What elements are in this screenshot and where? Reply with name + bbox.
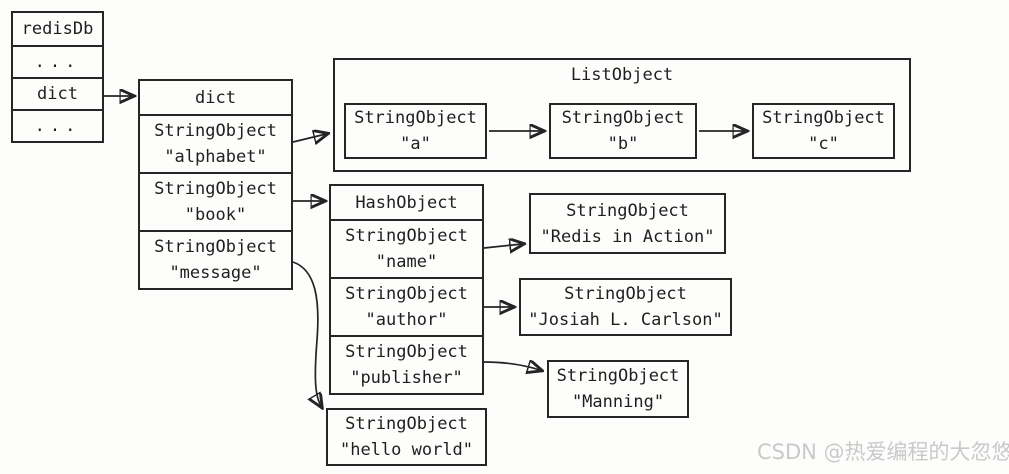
cell-value: "Manning" bbox=[571, 392, 665, 412]
cell-value: "c" bbox=[808, 134, 839, 154]
cell-value: "Josiah L. Carlson" bbox=[528, 310, 723, 330]
list-item-a: StringObject "a" bbox=[344, 103, 487, 159]
redisdb-row-title: redisDb bbox=[13, 13, 102, 45]
cell-type: StringObject bbox=[345, 226, 468, 246]
cell-value: "message" bbox=[169, 263, 262, 283]
cell-value: "a" bbox=[400, 134, 431, 154]
cell-value: "author" bbox=[365, 310, 448, 330]
cell-type: StringObject bbox=[564, 284, 687, 304]
cell-value: "Redis in Action" bbox=[540, 226, 715, 247]
dict-row-book: StringObject "book" bbox=[140, 172, 291, 230]
string-object-hello-world: StringObject "hello world" bbox=[326, 408, 487, 466]
hash-row-name: StringObject "name" bbox=[331, 219, 482, 277]
cell-type: StringObject bbox=[566, 200, 689, 221]
arrow-message-to-hello-world bbox=[292, 261, 321, 406]
hash-row-publisher: StringObject "publisher" bbox=[331, 335, 482, 393]
dict-pointer-label: dict bbox=[37, 84, 78, 104]
cell-type: StringObject bbox=[154, 121, 277, 141]
dict-row-alphabet: StringObject "alphabet" bbox=[140, 114, 291, 172]
string-object-josiah-carlson: StringObject "Josiah L. Carlson" bbox=[519, 278, 732, 336]
string-object-manning: StringObject "Manning" bbox=[547, 360, 689, 418]
hash-row-author: StringObject "author" bbox=[331, 277, 482, 335]
arrow-name-to-redis-in-action bbox=[483, 244, 522, 248]
cell-type: StringObject bbox=[556, 366, 680, 386]
dict-row-message: StringObject "message" bbox=[140, 230, 291, 288]
arrow-alphabet-to-listobject bbox=[292, 134, 326, 142]
redisdb-row-dict: dict bbox=[13, 77, 102, 109]
list-item-b: StringObject "b" bbox=[549, 103, 697, 159]
cell-type: StringObject bbox=[762, 108, 885, 128]
cell-value: "book" bbox=[184, 205, 247, 225]
cell-type: StringObject bbox=[154, 179, 277, 199]
cell-value: "hello world" bbox=[339, 440, 474, 460]
cell-value: "b" bbox=[607, 134, 639, 154]
cell-value: "name" bbox=[375, 252, 438, 272]
dict-table: dict StringObject "alphabet" StringObjec… bbox=[138, 79, 293, 290]
hash-object-table: HashObject StringObject "name" StringObj… bbox=[329, 184, 484, 395]
cell-type: StringObject bbox=[345, 284, 468, 304]
csdn-watermark: CSDN @热爱编程的大忽悠 bbox=[757, 440, 1009, 464]
list-object-title: ListObject bbox=[570, 65, 674, 85]
redisdb-row-ellipsis-1: ... bbox=[13, 45, 102, 77]
cell-value: "alphabet" bbox=[164, 147, 267, 167]
hash-object-header: HashObject bbox=[355, 192, 458, 213]
cell-value: "publisher" bbox=[350, 368, 463, 388]
cell-type: StringObject bbox=[154, 237, 277, 257]
cell-type: StringObject bbox=[345, 342, 468, 362]
cell-type: StringObject bbox=[561, 108, 685, 128]
string-object-redis-in-action: StringObject "Redis in Action" bbox=[529, 193, 726, 254]
cell-type: StringObject bbox=[354, 108, 477, 128]
cell-type: StringObject bbox=[345, 414, 468, 434]
arrow-publisher-to-manning bbox=[483, 362, 540, 370]
redisdb-label: redisDb bbox=[21, 19, 94, 39]
dict-table-header: dict bbox=[195, 87, 236, 108]
list-item-c: StringObject "c" bbox=[752, 103, 895, 159]
redisdb-table: redisDb ... dict ... bbox=[11, 11, 104, 143]
redisdb-row-ellipsis-2: ... bbox=[13, 109, 102, 141]
